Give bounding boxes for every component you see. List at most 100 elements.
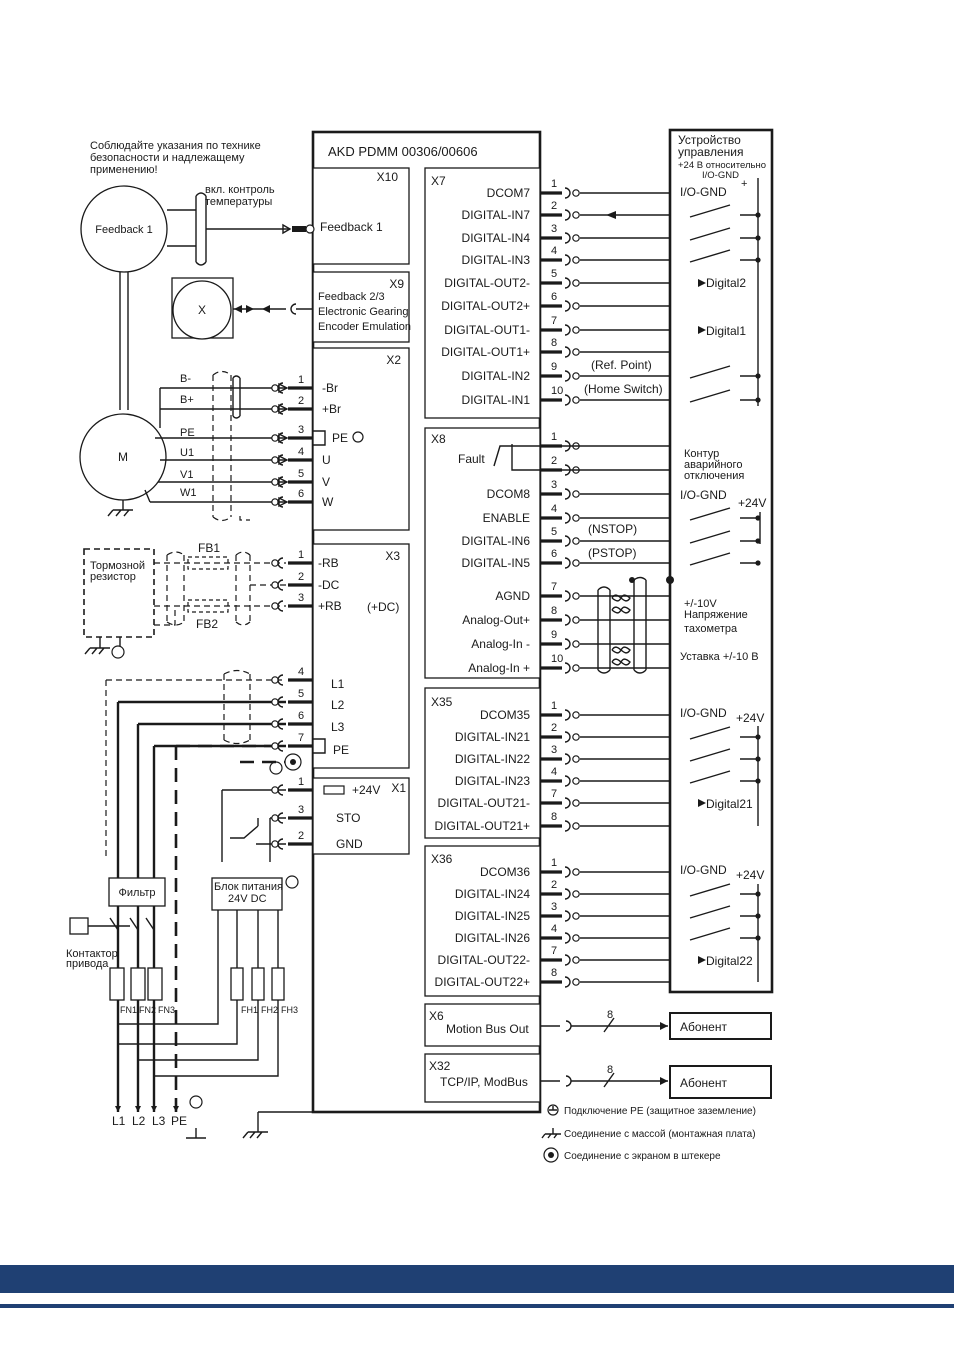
x2-pin-6-number: 6 bbox=[298, 488, 304, 500]
x8-fault-label: Fault bbox=[458, 452, 485, 466]
x36-pin-4-terminal bbox=[572, 934, 580, 942]
x32-label: TCP/IP, ModBus bbox=[440, 1075, 528, 1089]
temp-note-1: вкл. контроль bbox=[205, 184, 275, 196]
x35-pin-2-label: DIGITAL-IN21 bbox=[455, 730, 530, 744]
x9-arrows bbox=[234, 305, 270, 313]
x36-pin-8-number: 8 bbox=[551, 967, 557, 979]
x8-pin-6-junction bbox=[755, 560, 761, 566]
x1-pin-1-label: +24V bbox=[352, 783, 380, 797]
x3-pin-1-number: 1 bbox=[298, 549, 304, 561]
controller-homeswitch: (Home Switch) bbox=[584, 382, 663, 396]
x2-pin-1-terminal bbox=[271, 384, 279, 392]
x2-pin-2-terminal bbox=[271, 405, 279, 413]
x8-pin-7-terminal bbox=[572, 592, 580, 600]
x10-socket bbox=[305, 224, 315, 234]
x8-pin-4-socket bbox=[564, 512, 571, 524]
x8-pin-6-terminal bbox=[572, 559, 580, 567]
controller-estop-3: отключения bbox=[684, 470, 744, 482]
controller-rails-x7 bbox=[669, 178, 759, 580]
legend-ground: Соединение с массой (монтажная плата) bbox=[564, 1129, 756, 1140]
filter-label: Фильтр bbox=[119, 887, 156, 899]
x2-pin-2-number: 2 bbox=[298, 395, 304, 407]
controller-rails-x35 bbox=[669, 712, 759, 826]
x8-pin-7-number: 7 bbox=[551, 581, 557, 593]
filter-phase-wires bbox=[116, 906, 156, 1112]
controller-iognd-1: I/O-GND bbox=[680, 185, 727, 199]
x7-pin-3-switch bbox=[689, 227, 758, 241]
x8-pin-9-socket bbox=[564, 638, 571, 650]
x32-link bbox=[540, 1072, 668, 1088]
x2-pin-4-socket bbox=[277, 454, 284, 466]
x7-pin-10-terminal bbox=[572, 396, 580, 404]
x35-pin-1-terminal bbox=[572, 711, 580, 719]
x1-wires bbox=[221, 789, 286, 862]
x7-pin-1-socket bbox=[564, 187, 571, 199]
x6-name: X6 bbox=[429, 1009, 444, 1023]
x8-name: X8 bbox=[431, 432, 446, 446]
x7-pin-8-number: 8 bbox=[551, 337, 557, 349]
x7-pin-7-socket bbox=[564, 324, 571, 336]
controller-nstop: (NSTOP) bbox=[588, 522, 637, 536]
x35-pin-3-switch bbox=[689, 748, 758, 762]
x7-pin-1-terminal bbox=[572, 189, 580, 197]
x8-pin-10-label: Analog-In + bbox=[468, 661, 530, 675]
x3-pin-2-terminal bbox=[271, 581, 279, 589]
x36-pin-2-socket bbox=[564, 888, 571, 900]
x2-pin-5-socket bbox=[277, 476, 284, 488]
controller-analog1-2: Напряжение bbox=[684, 609, 748, 621]
x1-pin-2-terminal bbox=[271, 840, 279, 848]
x7-pin-2-socket bbox=[564, 209, 571, 221]
agnd-junction bbox=[666, 576, 674, 584]
x8-pin-6-number: 6 bbox=[551, 548, 557, 560]
x3-pin-3-terminal bbox=[271, 602, 279, 610]
x8-pin-4-number: 4 bbox=[551, 503, 557, 515]
x6-link bbox=[540, 1017, 668, 1033]
right-pin-column: 1DCOM72DIGITAL-IN73DIGITAL-IN44DIGITAL-I… bbox=[435, 178, 761, 989]
psu-label-1: Блок питания bbox=[214, 881, 283, 893]
x3-pin-3-number: 3 bbox=[298, 592, 304, 604]
x1-pin-1-number: 1 bbox=[298, 776, 304, 788]
x7-pin-4-switch bbox=[689, 249, 758, 263]
x8-pin-4-terminal bbox=[572, 514, 580, 522]
x7-pin-4-label: DIGITAL-IN3 bbox=[462, 253, 531, 267]
fuse-fn2-label: FN2 bbox=[139, 1005, 156, 1015]
x35-pin-4-number: 4 bbox=[551, 766, 557, 778]
x6-subscriber-box bbox=[669, 1012, 772, 1040]
x9-name: X9 bbox=[389, 277, 404, 291]
controller-iognd-3: I/O-GND bbox=[680, 706, 727, 720]
controller-digital22: Digital22 bbox=[706, 954, 753, 968]
x8-pin-6-label: DIGITAL-IN5 bbox=[462, 556, 531, 570]
fuse-fh2-label: FH2 bbox=[261, 1005, 278, 1015]
x35-pin-8-socket bbox=[564, 820, 571, 832]
controller-estop-2: аварийного bbox=[684, 459, 742, 471]
x9-line-3: Encoder Emulation bbox=[318, 321, 411, 333]
contactor-label-1: Контактор bbox=[66, 948, 118, 960]
controller-pstop: (PSTOP) bbox=[588, 546, 636, 560]
x8-pin-8-terminal bbox=[572, 616, 580, 624]
x36-pin-7-arrow bbox=[698, 956, 706, 964]
x2-pin-6-terminal bbox=[271, 498, 279, 506]
x7-pin-7-terminal bbox=[572, 326, 580, 334]
x3-pin-4-number: 4 bbox=[298, 666, 304, 678]
x35-pin-2-socket bbox=[564, 731, 571, 743]
x3-pin-4-terminal bbox=[271, 676, 279, 684]
x3-pin-7-socket bbox=[277, 740, 284, 752]
x36-pin-3-label: DIGITAL-IN25 bbox=[455, 909, 530, 923]
contactor-coil bbox=[69, 917, 89, 935]
controller-analog1-3: тахометра bbox=[684, 623, 738, 635]
controller-24v-1: +24V bbox=[738, 496, 766, 510]
legend-ground-icon bbox=[541, 1128, 561, 1139]
fuse-fn2 bbox=[130, 967, 146, 1001]
x32-arrow bbox=[660, 1077, 668, 1085]
feedback1-label: Feedback 1 bbox=[95, 224, 152, 236]
x36-pin-7-socket bbox=[564, 954, 571, 966]
x9-socket bbox=[290, 303, 313, 315]
contactor-label-2: привода bbox=[66, 958, 109, 970]
x7-pin-7-label: DIGITAL-OUT1- bbox=[444, 323, 530, 337]
motor-wire-bends bbox=[144, 388, 161, 503]
x3-pin-5-terminal bbox=[271, 698, 279, 706]
x1-pin-3-socket bbox=[277, 812, 284, 824]
x1-pin-1-socket bbox=[277, 784, 284, 796]
motor-label: M bbox=[118, 450, 128, 464]
